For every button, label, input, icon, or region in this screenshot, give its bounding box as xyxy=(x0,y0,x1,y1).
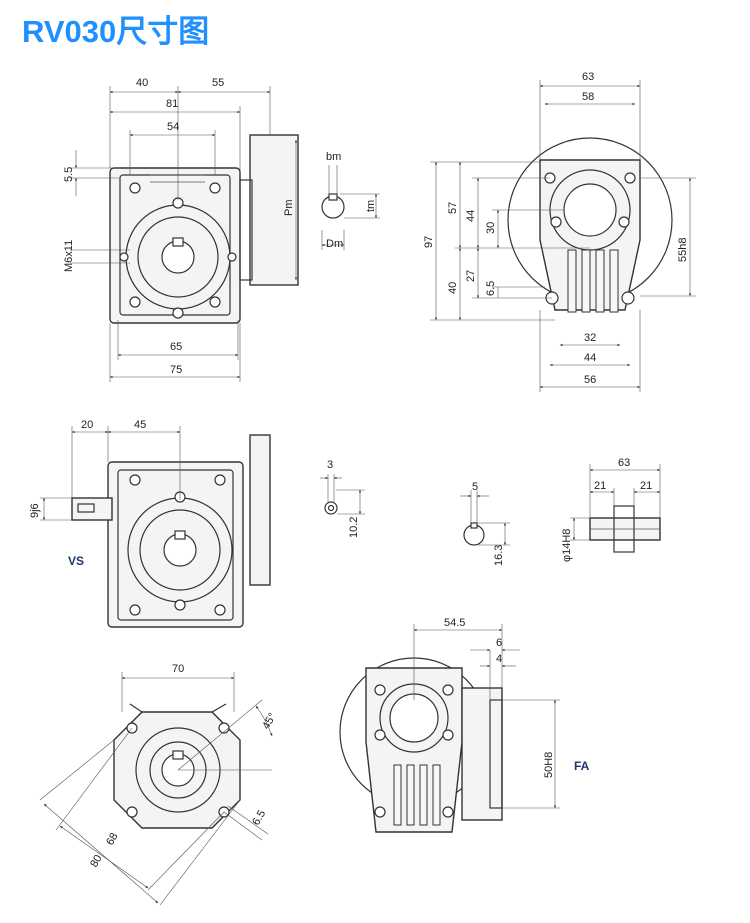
dim-text: 56 xyxy=(584,374,596,386)
dim-text: 5.5 xyxy=(63,167,75,182)
dim-text: 6 xyxy=(496,637,502,649)
dim-text: Pm xyxy=(283,200,295,217)
dim-text: 45° xyxy=(260,711,279,731)
dim-text: 6.5 xyxy=(485,281,497,296)
vs-view: 20 45 9j6 VS xyxy=(29,419,271,628)
dim-text: 57 xyxy=(447,202,459,214)
fa-label: FA xyxy=(574,759,590,773)
dim-text: 54.5 xyxy=(444,617,465,629)
dim-text: 63 xyxy=(582,71,594,83)
dim-text: 68 xyxy=(104,831,121,848)
dim-text: 70 xyxy=(172,663,184,675)
dim-text: 45 xyxy=(134,419,146,431)
dim-text: 4 xyxy=(496,653,502,665)
dim-text: φ14H8 xyxy=(561,529,573,562)
key-detail: bm Dm tm xyxy=(321,151,380,250)
flange-view: 70 45° 6.5 68 80 xyxy=(39,663,279,906)
dim-text: 55h8 xyxy=(677,238,689,262)
dim-text: 30 xyxy=(485,222,497,234)
key-detail-bore: 5 16.3 xyxy=(460,481,510,566)
motor-flange xyxy=(249,134,299,286)
dim-text: 50H8 xyxy=(543,752,555,778)
dim-text: 3 xyxy=(327,459,333,471)
dim-text: 10.2 xyxy=(348,517,360,538)
dim-text: bm xyxy=(326,151,341,163)
dim-text: 32 xyxy=(584,332,596,344)
front-view: 40 55 81 54 65 75 5.5 M6x11 Pm xyxy=(63,77,299,382)
dim-text: 16.3 xyxy=(493,545,505,566)
dim-text: 6.5 xyxy=(250,808,268,827)
dim-text: 63 xyxy=(618,457,630,469)
dim-text: 27 xyxy=(465,270,477,282)
dim-text: 21 xyxy=(594,480,606,492)
vs-flange xyxy=(249,434,271,586)
dim-text: 40 xyxy=(447,282,459,294)
dim-text: 65 xyxy=(170,341,182,353)
page-title: RV030尺寸图 xyxy=(22,14,210,49)
fa-flange xyxy=(461,687,503,821)
dim-text: 20 xyxy=(81,419,93,431)
fa-bore xyxy=(389,693,439,743)
dim-text: 75 xyxy=(170,364,182,376)
dim-text: 55 xyxy=(212,77,224,89)
dim-text: 54 xyxy=(167,121,179,133)
dim-text: 21 xyxy=(640,480,652,492)
dim-text: 80 xyxy=(88,853,105,870)
dim-text: 97 xyxy=(423,236,435,248)
dim-text: tm xyxy=(365,200,377,212)
end-view: 63 58 97 57 44 30 27 40 6.5 55h8 32 44 5… xyxy=(423,71,696,392)
dim-text: 9j6 xyxy=(29,503,41,518)
dim-text: Dm xyxy=(326,238,343,250)
dim-text: 44 xyxy=(465,210,477,222)
dim-text: M6x11 xyxy=(63,240,75,272)
vs-label: VS xyxy=(68,554,84,568)
dim-text: 44 xyxy=(584,352,596,364)
key-detail-small: 3 10.2 xyxy=(320,459,365,538)
dim-text: 58 xyxy=(582,91,594,103)
dim-text: 5 xyxy=(472,481,478,493)
fa-view: 54.5 6 4 50H8 FA xyxy=(339,617,590,833)
end-bore xyxy=(563,183,617,237)
shaft-detail: 63 21 21 φ14H8 xyxy=(561,457,661,562)
dim-text: 40 xyxy=(136,77,148,89)
dim-text: 81 xyxy=(166,98,178,110)
